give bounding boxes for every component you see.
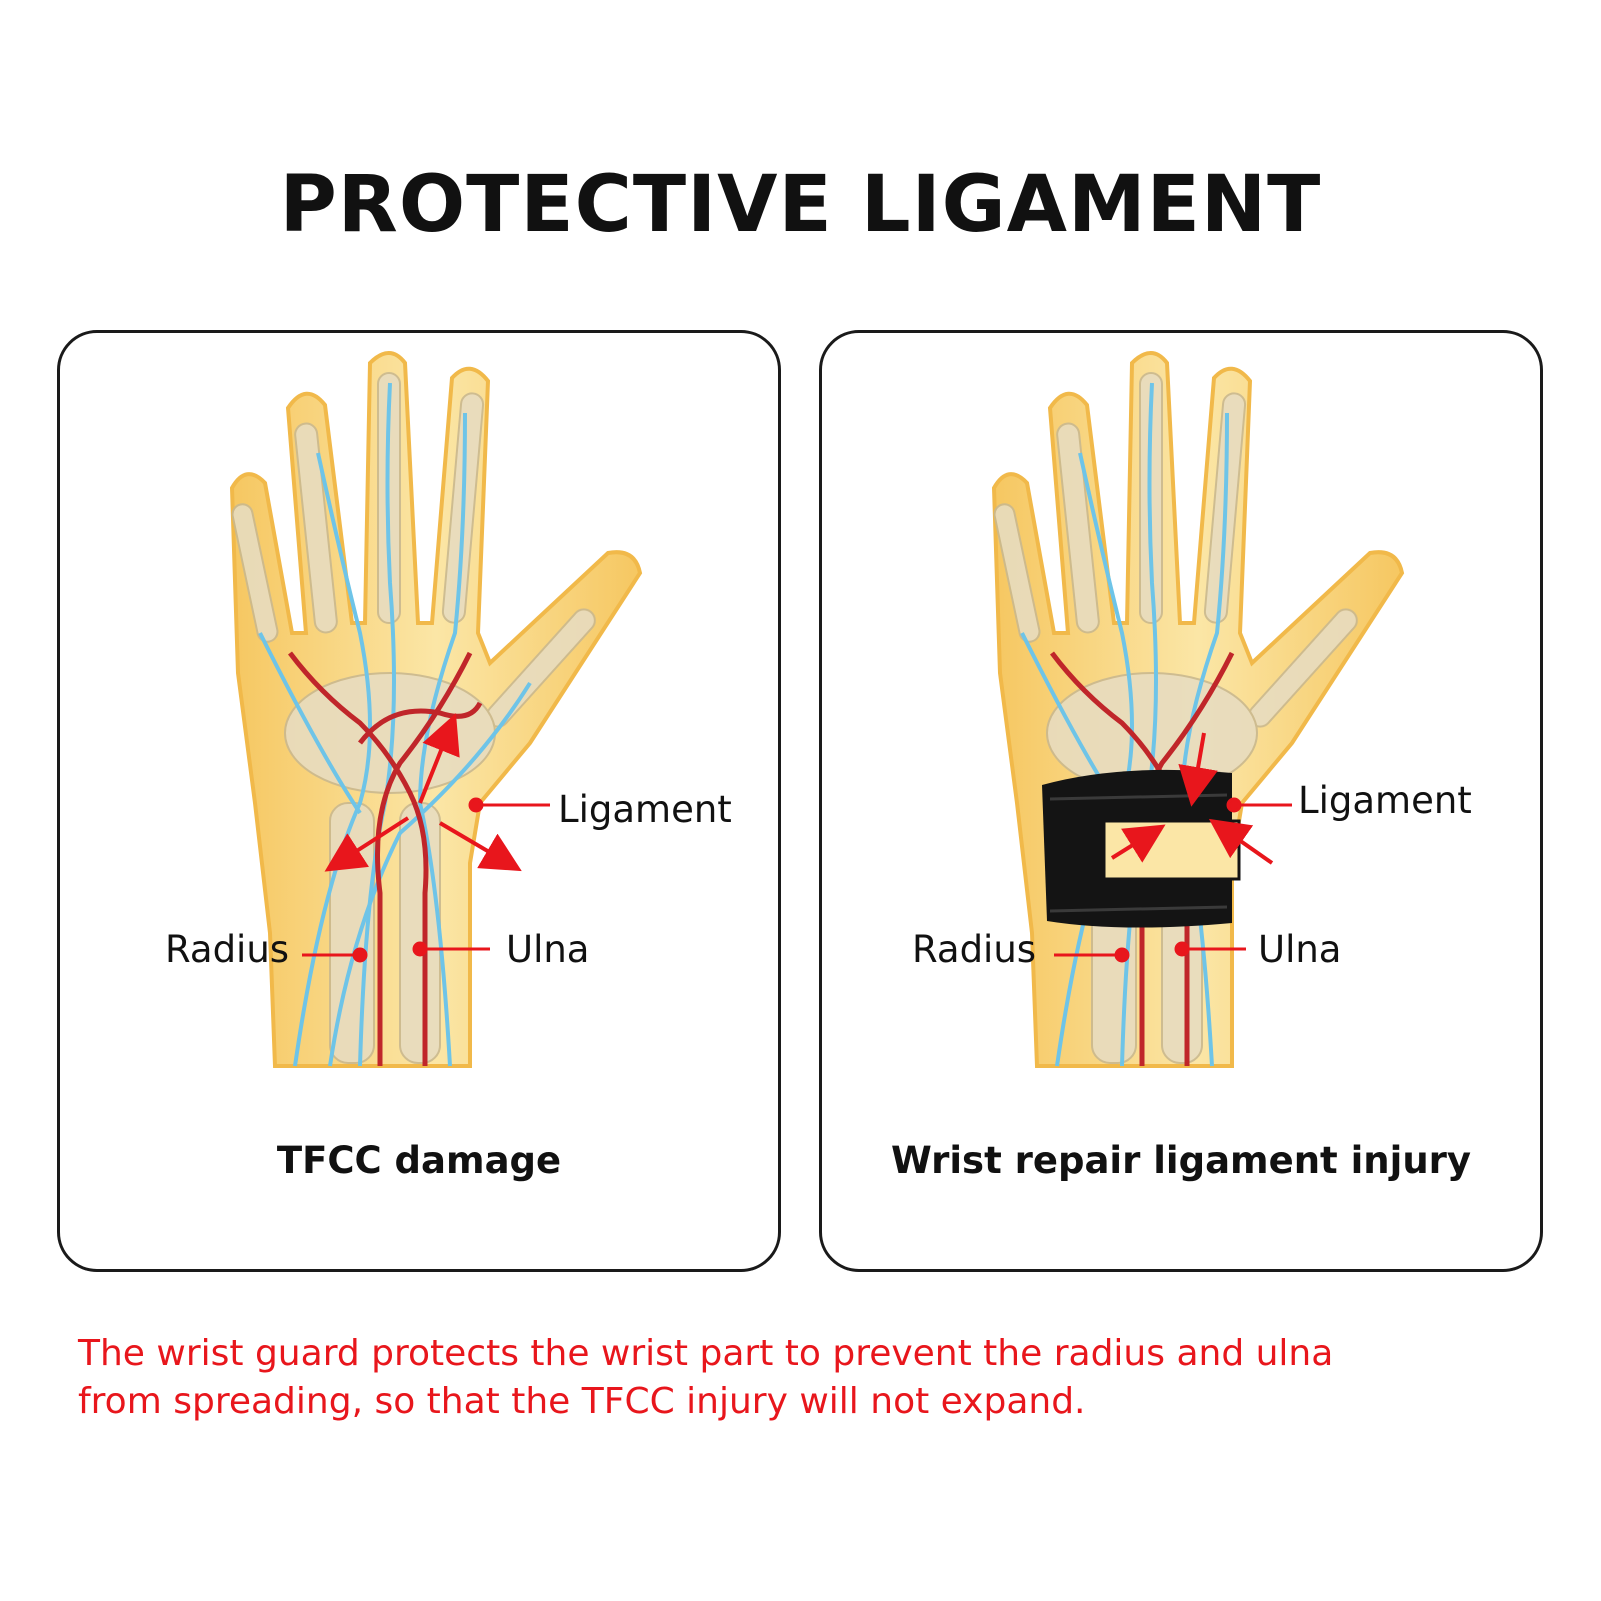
panel-tfcc-damage: Ligament Radius Ulna TFCC damage [57, 330, 781, 1272]
compress-arrows [1110, 732, 1274, 865]
panel-wrist-repair: Ligament Radius Ulna Wrist repair ligame… [819, 330, 1543, 1272]
label-radius: Radius [165, 928, 290, 971]
label-ulna: Ulna [1258, 928, 1342, 971]
label-ulna: Ulna [506, 928, 590, 971]
label-ligament: Ligament [558, 788, 732, 831]
label-leaders [1054, 797, 1292, 963]
spread-arrows [324, 713, 522, 872]
panel-caption: TFCC damage [276, 1139, 562, 1182]
hand-with-brace-illustration [991, 351, 1405, 1068]
hand-anatomy-illustration [229, 351, 643, 1068]
panel-caption: Wrist repair ligament injury [890, 1139, 1472, 1182]
label-leaders [302, 797, 550, 963]
wrist-brace [1042, 769, 1241, 928]
label-ligament: Ligament [1298, 779, 1472, 822]
arteries [288, 651, 483, 1066]
label-radius: Radius [912, 928, 1037, 971]
page-title: PROTECTIVE LIGAMENT [279, 160, 1322, 250]
explanation-note: The wrist guard protects the wrist part … [78, 1333, 1334, 1422]
